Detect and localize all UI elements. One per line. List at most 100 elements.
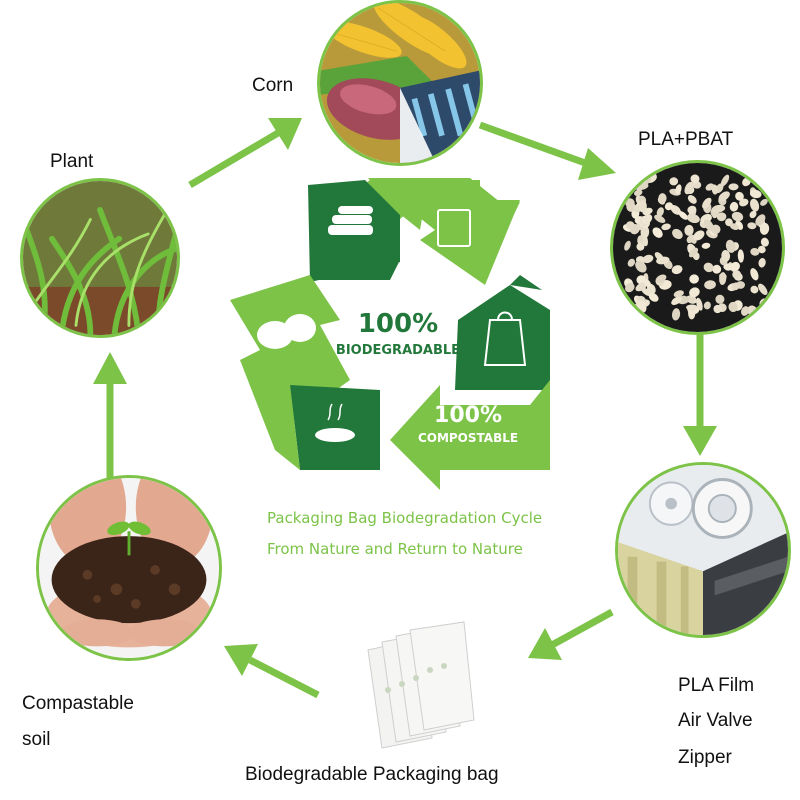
pellet	[669, 177, 679, 186]
pellet	[635, 281, 648, 292]
pellet	[705, 183, 715, 191]
bag-photo-icon	[360, 620, 490, 750]
pellet	[728, 301, 738, 313]
arrow-bag-to-soil	[224, 644, 320, 699]
pellet	[643, 278, 652, 287]
biodegradable-word: BIODEGRADABLE	[336, 343, 460, 358]
pellet	[702, 197, 712, 209]
pellet	[689, 287, 700, 298]
pellet	[693, 230, 705, 241]
pellet	[642, 254, 654, 264]
pellet	[637, 300, 647, 313]
pellet	[715, 294, 725, 304]
pellet	[711, 204, 726, 213]
arrow-corn-to-pellets	[478, 121, 616, 180]
label-plant: Plant	[50, 151, 94, 172]
pellet	[687, 195, 697, 204]
arrow-film-to-bag	[528, 608, 614, 660]
pellet	[636, 242, 645, 251]
plant-photo-icon	[20, 178, 180, 338]
pellet	[749, 210, 757, 219]
bag-icon	[437, 209, 471, 247]
pellet	[656, 207, 664, 217]
label-zipper: Zipper	[678, 747, 732, 768]
pellet	[671, 308, 681, 321]
pellet	[690, 174, 700, 184]
pellet	[758, 257, 766, 268]
label-pla-pbat: PLA+PBAT	[638, 129, 734, 150]
pellets-photo-icon	[610, 160, 785, 335]
pellet	[684, 224, 694, 236]
tshirt-bag-icon	[483, 311, 527, 366]
pellet	[741, 306, 750, 316]
pellet	[719, 272, 727, 286]
pellet	[637, 235, 644, 246]
label-bag: Biodegradable Packaging bag	[245, 764, 499, 785]
pellet	[634, 189, 643, 197]
pellet	[689, 274, 699, 284]
pellet	[742, 177, 751, 187]
compostable-word: COMPOSTABLE	[418, 431, 518, 445]
pellet	[670, 205, 681, 215]
pellet	[757, 245, 766, 254]
label-air-valve: Air Valve	[678, 710, 753, 731]
pellet	[713, 304, 722, 314]
biodegradable-pct: 100%	[358, 309, 438, 339]
pellet	[656, 256, 670, 265]
pellet	[749, 189, 762, 199]
pellet	[672, 228, 683, 240]
pellet	[664, 202, 674, 211]
film-valve-photo-icon	[615, 462, 791, 638]
pellet	[655, 274, 667, 283]
pellet	[684, 181, 694, 195]
pellet	[712, 264, 722, 274]
pellet	[641, 214, 653, 225]
pellet	[648, 292, 659, 302]
pellet	[635, 260, 647, 273]
pellet	[652, 227, 663, 238]
pellet	[703, 219, 714, 231]
pellet	[686, 304, 698, 311]
pellet	[678, 211, 688, 220]
label-pla-film: PLA Film	[678, 675, 755, 696]
pellet	[686, 213, 700, 224]
pellet	[661, 223, 671, 231]
pellet	[703, 262, 714, 273]
pellet	[658, 193, 667, 204]
compost-pile-icon	[315, 403, 355, 442]
label-soil-line1: Compastable	[22, 693, 134, 714]
pellet	[731, 211, 744, 222]
arrow-pellets-to-film	[683, 332, 717, 456]
pellet	[675, 184, 682, 195]
pellet	[758, 283, 768, 295]
pellet	[728, 183, 739, 191]
pellet	[739, 198, 749, 207]
pellet	[638, 200, 647, 213]
soil-hands-photo-icon	[36, 475, 222, 661]
pellet	[760, 237, 769, 247]
pellet	[721, 250, 731, 262]
pellet	[703, 301, 711, 310]
pellet	[749, 198, 760, 212]
pellet	[636, 182, 649, 190]
pellet	[718, 191, 730, 202]
pellet	[641, 287, 652, 297]
pellet	[624, 240, 631, 251]
recycle-symbol-icon: 100% BIODEGRADABLE 100% COMPOSTABLE	[230, 178, 550, 490]
pellet	[759, 222, 770, 235]
pellet	[673, 290, 684, 298]
pellet	[704, 280, 716, 290]
pellet	[716, 212, 727, 222]
pellet	[701, 242, 711, 249]
pellet	[687, 205, 697, 214]
pellet	[625, 221, 635, 229]
pellet	[735, 191, 744, 201]
pellet	[654, 214, 666, 224]
pellet	[731, 282, 740, 291]
pellet	[689, 247, 699, 258]
pellet	[732, 270, 742, 279]
caption-line-2: From Nature and Return to Nature	[267, 540, 523, 558]
pellet	[720, 174, 730, 187]
pellet	[671, 265, 683, 275]
